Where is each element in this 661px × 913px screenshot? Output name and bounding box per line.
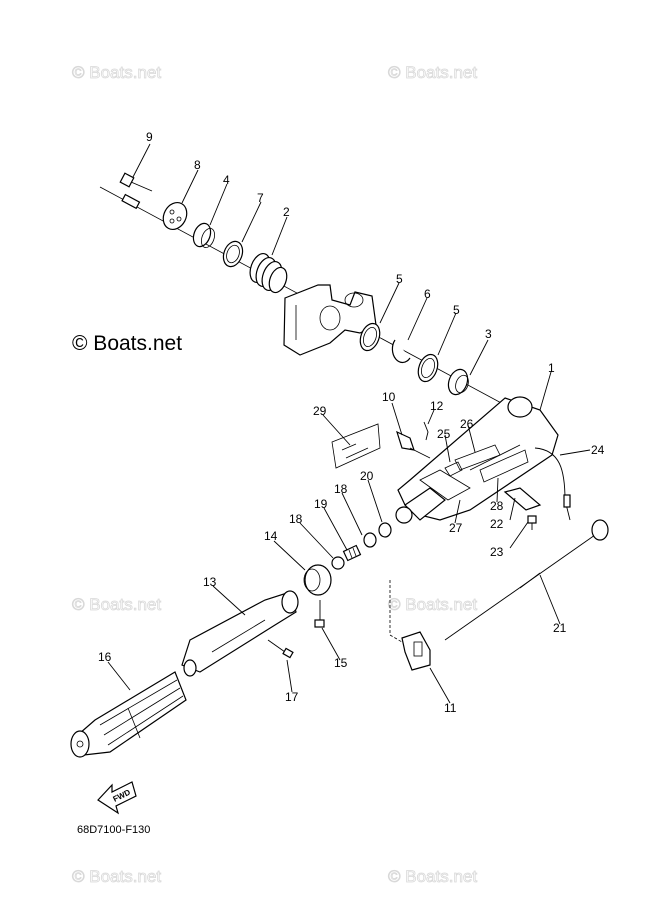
callout-label: 1 <box>548 361 555 375</box>
diagram-code: 68D7100-F130 <box>77 824 150 836</box>
washer-part <box>378 522 392 538</box>
cable-clip-part <box>401 631 431 671</box>
screw-part <box>267 639 294 659</box>
callout-label: 22 <box>490 517 504 531</box>
watermark: © Boats.net <box>388 595 477 614</box>
warning-decal <box>331 423 381 469</box>
callout-label: 29 <box>313 404 327 418</box>
callout-label: 18 <box>289 512 303 526</box>
callout-label: 16 <box>98 650 112 664</box>
screw-part <box>314 600 325 628</box>
watermarks: © Boats.net © Boats.net © Boats.net © Bo… <box>72 63 478 887</box>
screw-part <box>527 515 537 530</box>
throttle-rod-part <box>444 519 609 641</box>
callout-label: 10 <box>382 390 396 404</box>
cable-end <box>121 193 141 210</box>
callout-label: 8 <box>194 158 201 172</box>
callout-label: 18 <box>334 482 348 496</box>
cable-connector <box>563 494 571 508</box>
callout-label: 5 <box>453 303 460 317</box>
throttle-collar-part <box>303 564 332 596</box>
spring-bushing-part <box>249 252 288 294</box>
callout-label: 7 <box>257 191 264 205</box>
steering-handle-part <box>395 396 559 524</box>
watermark: © Boats.net <box>388 867 477 886</box>
callout-label: 19 <box>314 497 328 511</box>
callout-label: 20 <box>360 469 374 483</box>
callout-label: 9 <box>146 130 153 144</box>
bracket-housing <box>283 284 377 356</box>
washer-part <box>331 556 345 570</box>
o-ring-inner <box>226 244 240 264</box>
watermark: © Boats.net <box>72 63 161 82</box>
throttle-grip-part <box>70 671 187 758</box>
callout-label: 2 <box>283 205 290 219</box>
callout-label: 17 <box>285 690 299 704</box>
plate-part <box>503 487 542 511</box>
label-decal <box>444 461 463 477</box>
callout-label: 5 <box>396 272 403 286</box>
o-ring-part <box>222 240 244 268</box>
o-ring-part <box>359 322 381 352</box>
callout-label: 28 <box>490 499 504 513</box>
callout-label: 13 <box>203 575 217 589</box>
dashed-guide <box>389 580 403 643</box>
circlip-part <box>391 339 411 364</box>
watermark: © Boats.net <box>72 867 161 886</box>
callout-label: 23 <box>490 545 504 559</box>
o-ring-part <box>417 353 439 383</box>
callout-label: 21 <box>553 621 567 635</box>
pin-part <box>423 421 429 441</box>
watermark: © Boats.net <box>72 595 161 614</box>
bracket-plate-part <box>162 202 188 230</box>
washer-part <box>447 368 469 396</box>
label-decal <box>479 449 529 483</box>
fwd-arrow-icon: FWD <box>97 781 137 815</box>
bolt-part <box>119 172 153 192</box>
washer-part <box>363 532 377 548</box>
callout-label: 3 <box>485 327 492 341</box>
callout-label: 12 <box>430 399 444 413</box>
callout-label: 11 <box>444 701 457 715</box>
copyright-mark: © Boats.net <box>72 332 182 355</box>
throttle-shaft-part <box>181 590 299 677</box>
callout-label: 15 <box>334 656 348 670</box>
callout-label: 25 <box>437 427 451 441</box>
spring-part <box>342 544 362 562</box>
friction-knob-part <box>396 430 431 459</box>
callout-label: 14 <box>264 529 278 543</box>
watermark: © Boats.net <box>388 63 477 82</box>
callout-label: 26 <box>460 417 474 431</box>
callout-label: 4 <box>223 173 230 187</box>
callout-label: 24 <box>591 443 605 457</box>
label-decal <box>454 444 501 471</box>
callouts: 1 2 3 4 5 5 6 7 8 9 10 11 12 13 14 15 16… <box>98 130 605 715</box>
callout-label: 6 <box>424 287 431 301</box>
washer-part <box>192 222 215 249</box>
leader-lines <box>107 143 591 704</box>
callout-label: 27 <box>449 521 463 535</box>
